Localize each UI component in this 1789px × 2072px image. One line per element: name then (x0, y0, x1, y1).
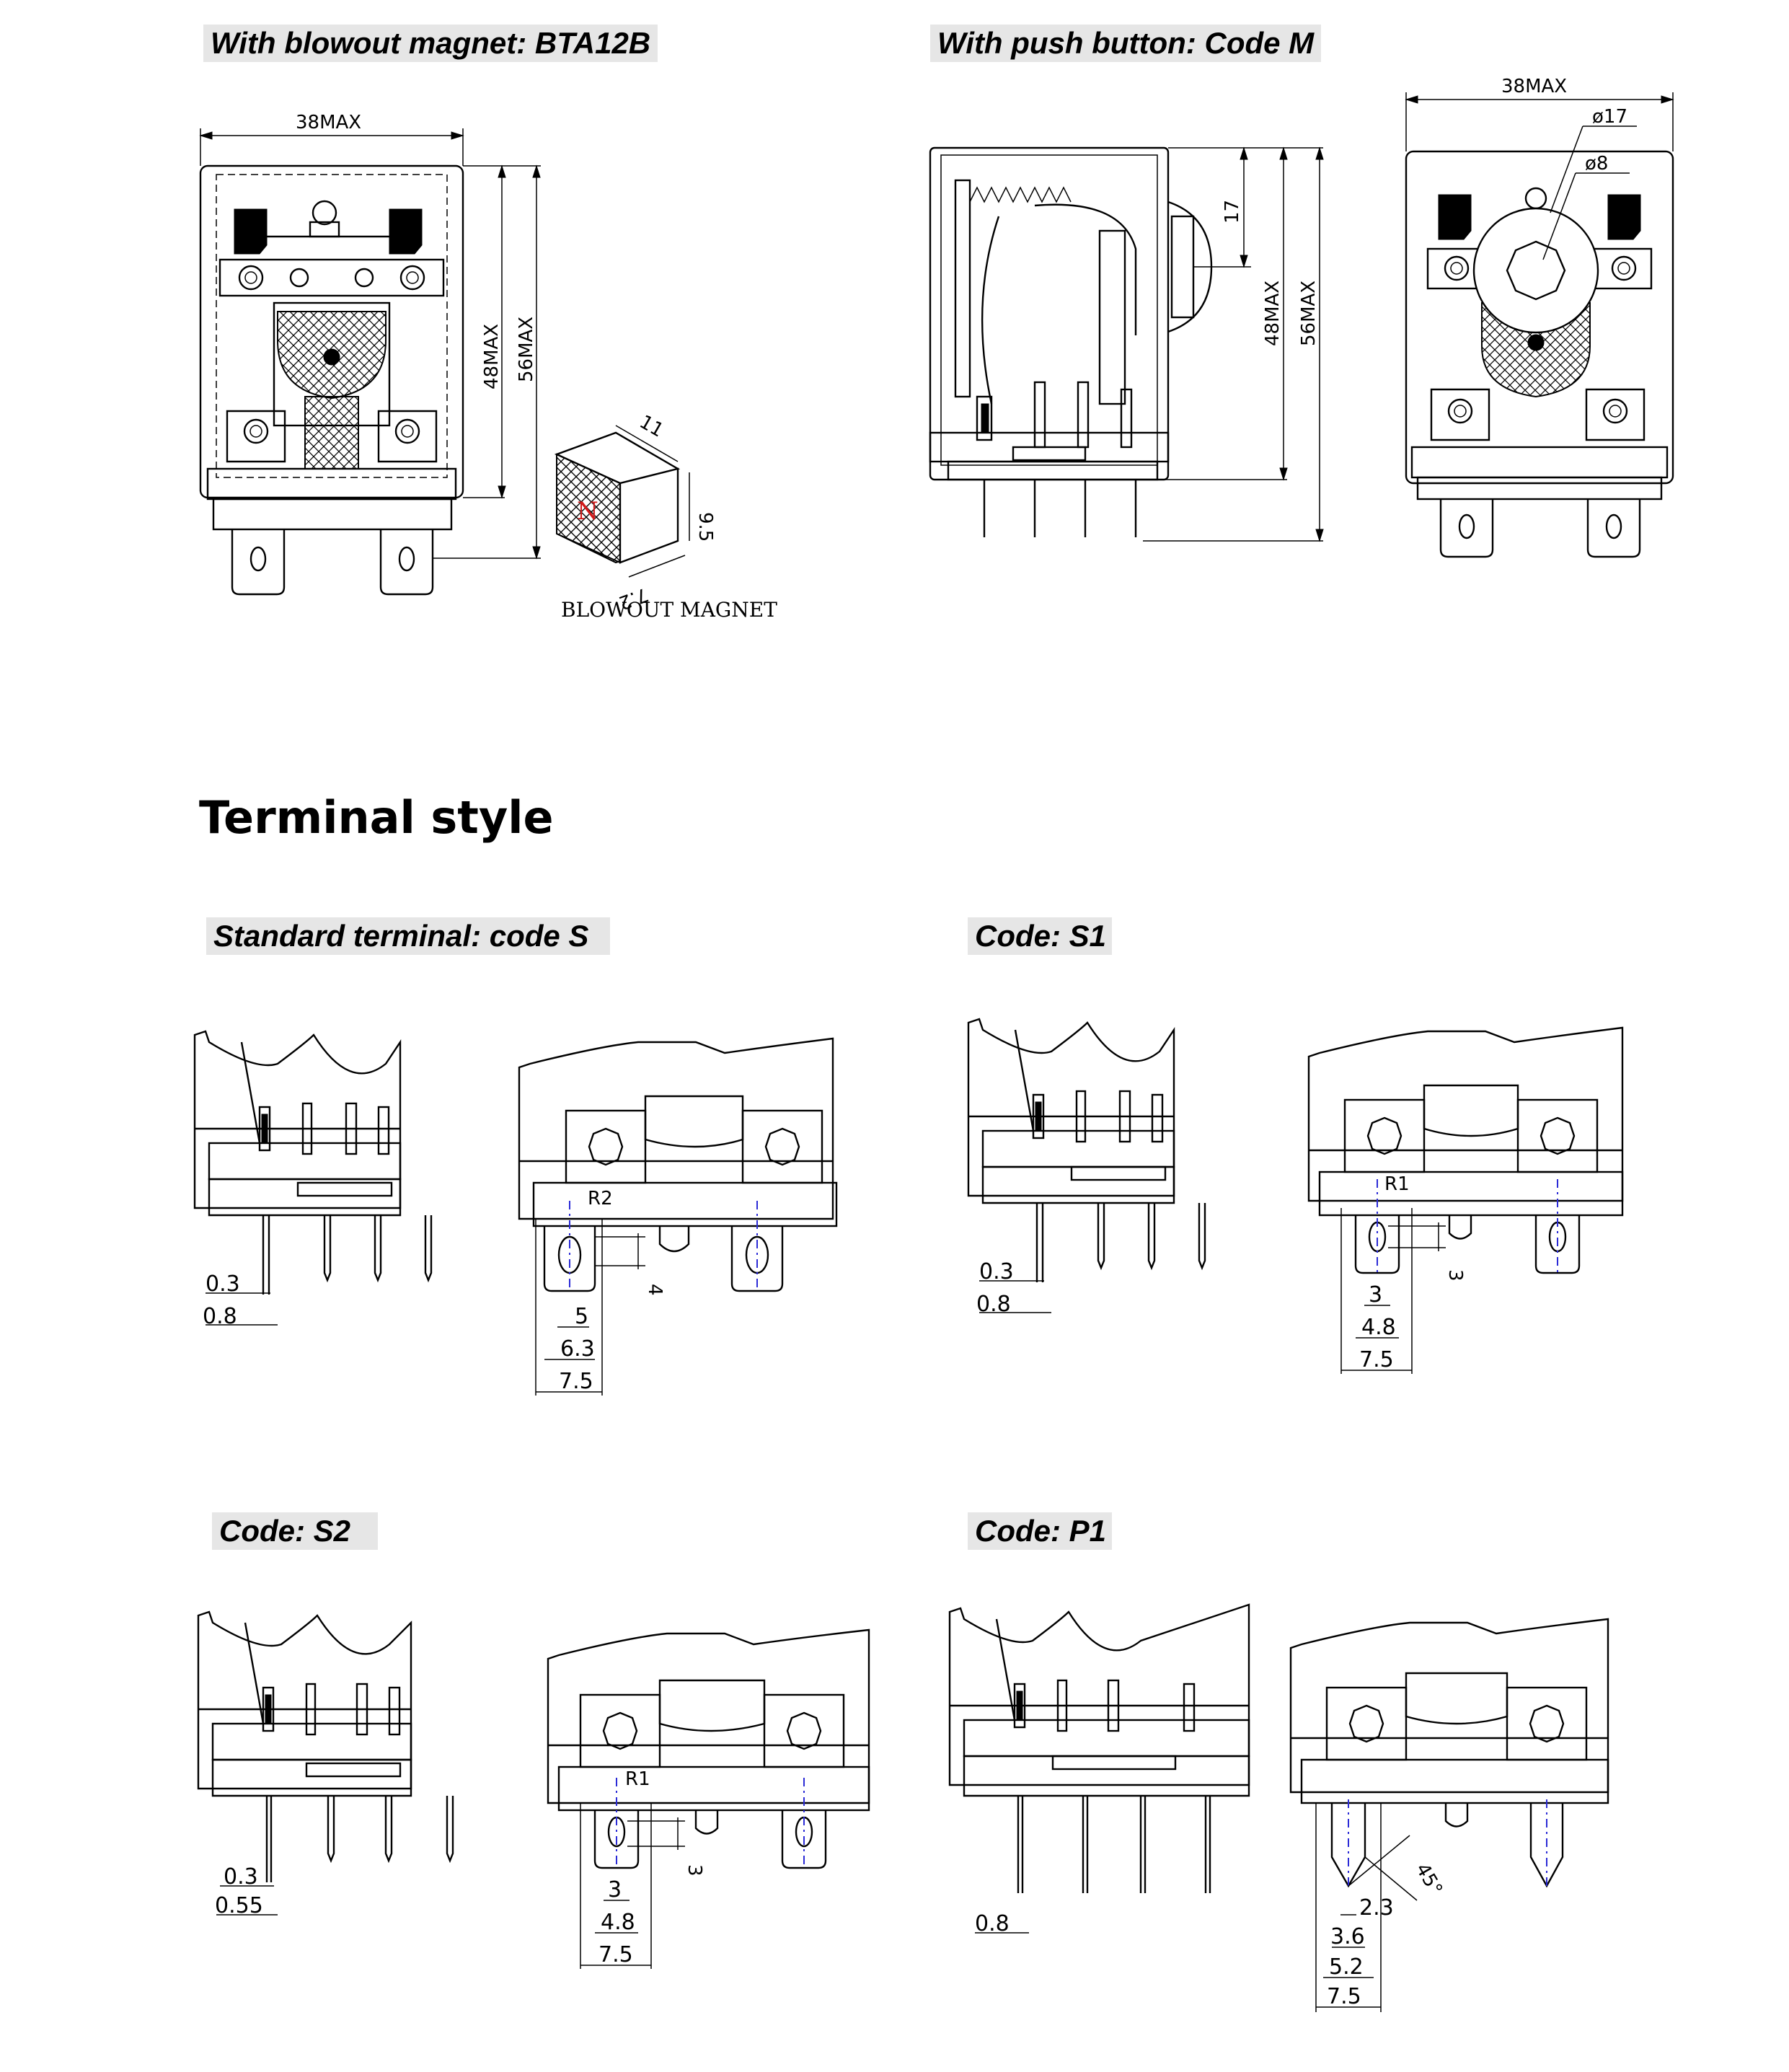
std-dim-0-3: 0.3 (206, 1271, 240, 1297)
p1-angle-45: 45° (1411, 1860, 1446, 1900)
dim-magnet-11: 11 (636, 411, 668, 442)
section-heading-terminal-style: Terminal style (199, 791, 554, 844)
push-button-front-drawing: 38MAX ø17 ø8 (1405, 76, 1674, 558)
dim-pb-height-56max: 56MAX (1298, 281, 1320, 346)
s2-dim-0-55: 0.55 (215, 1893, 263, 1918)
caption-code-s1: Code: S1 (968, 917, 1112, 955)
s1-dim-0-8: 0.8 (976, 1292, 1011, 1317)
s2-dim-4-8: 4.8 (601, 1910, 635, 1935)
p1-dim-3-6: 3.6 (1330, 1924, 1365, 1949)
caption-code-s2: Code: S2 (212, 1512, 378, 1550)
s1-dim-3: 3 (1369, 1282, 1382, 1308)
s2-dim-7-5: 7.5 (598, 1942, 633, 1967)
blowout-magnet-cube: N 11 9.5 7.2 (554, 411, 716, 614)
standard-terminal-side: 0.3 0.8 (193, 1030, 433, 1329)
std-radius-r2: R2 (588, 1188, 613, 1209)
p1-dim-5-2: 5.2 (1329, 1954, 1364, 1980)
p1-dim-0-8: 0.8 (975, 1911, 1010, 1936)
dim-height-56max: 56MAX (516, 317, 537, 382)
std-dim-0-8: 0.8 (203, 1304, 237, 1329)
magnet-pole-n: N (577, 497, 598, 526)
dim-width-38max: 38MAX (296, 112, 361, 133)
std-dim-4: 4 (644, 1284, 666, 1296)
s1-dim-0-3: 0.3 (979, 1259, 1014, 1284)
dim-outer-dia-17: ø17 (1592, 106, 1627, 128)
standard-terminal-front: R2 4 5 6.3 7.5 (518, 1037, 838, 1396)
dim-magnet-9-5: 9.5 (694, 512, 716, 542)
blowout-magnet-front-drawing: 38MAX 48MAX 56MAX N 11 (199, 112, 777, 622)
s1-dim-3-vertical: 3 (1444, 1269, 1466, 1282)
caption-code-p1: Code: P1 (968, 1512, 1112, 1550)
label-blowout-magnet: BLOWOUT MAGNET (561, 598, 777, 622)
p1-terminal-front: 45° 2.3 3.6 5.2 7.5 (1289, 1618, 1609, 2012)
caption-standard-terminal: Standard terminal: code S (206, 917, 610, 955)
p1-terminal-side: 0.8 (948, 1603, 1250, 1936)
std-dim-5: 5 (575, 1304, 588, 1329)
s1-dim-7-5: 7.5 (1359, 1347, 1394, 1372)
caption-push-button: With push button: Code M (930, 25, 1321, 62)
s1-radius-r1: R1 (1384, 1173, 1410, 1195)
caption-blowout-magnet: With blowout magnet: BTA12B (203, 25, 658, 62)
dim-height-48max: 48MAX (481, 324, 503, 389)
s1-terminal-side: 0.3 0.8 (967, 1018, 1206, 1317)
std-dim-6-3: 6.3 (560, 1336, 595, 1362)
std-dim-7-5: 7.5 (559, 1369, 593, 1394)
push-button-side-drawing: 17 48MAX 56MAX (929, 146, 1324, 542)
p1-dim-2-3: 2.3 (1359, 1895, 1394, 1921)
s2-dim-3: 3 (608, 1877, 622, 1903)
dim-pb-height-48max: 48MAX (1262, 281, 1284, 346)
s1-dim-4-8: 4.8 (1361, 1315, 1396, 1340)
dim-inner-dia-8: ø8 (1585, 153, 1608, 175)
s1-terminal-front: R1 3 3 4.8 7.5 (1307, 1026, 1624, 1374)
p1-dim-7-5: 7.5 (1327, 1984, 1361, 2009)
s2-radius-r1: R1 (625, 1768, 650, 1790)
s2-dim-3-vertical: 3 (684, 1864, 705, 1877)
s2-terminal-side: 0.3 0.55 (197, 1610, 454, 1918)
s2-terminal-front: R1 3 3 4.8 7.5 (547, 1628, 870, 1969)
dim-button-17: 17 (1222, 200, 1243, 224)
s2-dim-0-3: 0.3 (224, 1864, 258, 1890)
dim-pb-width-38max: 38MAX (1501, 76, 1567, 97)
